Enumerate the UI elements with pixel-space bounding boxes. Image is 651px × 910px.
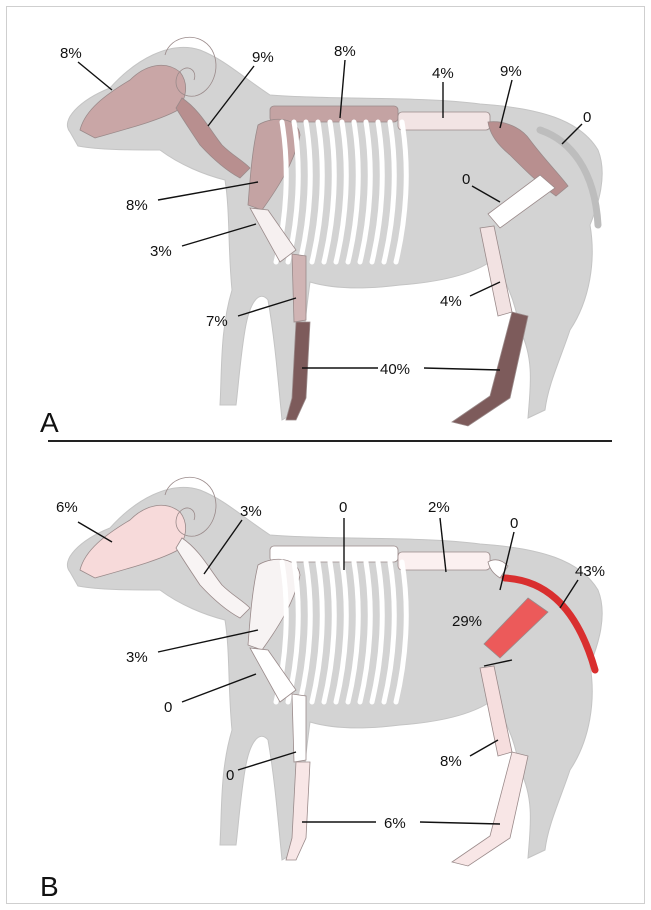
label-tail-a: 0 <box>583 109 591 126</box>
label-tibia-b: 8% <box>440 753 462 770</box>
label-tail-b: 43% <box>575 563 605 580</box>
thoracic-vertebrae-a <box>270 106 398 122</box>
label-scapula-b: 3% <box>126 649 148 666</box>
label-femur-b: 29% <box>452 613 482 630</box>
label-humerus-b: 0 <box>164 699 172 716</box>
panel-letter-a: A <box>40 407 59 438</box>
label-lumbar-a: 4% <box>432 65 454 82</box>
label-thoracic-a: 8% <box>334 43 356 60</box>
panel-b: 6% 3% 0 2% 0 43% 29% 3% 0 0 8% 6% B <box>40 477 605 902</box>
label-skull-b: 6% <box>56 499 78 516</box>
radius-ulna-b <box>292 694 306 762</box>
label-radius-b: 0 <box>226 767 234 784</box>
label-sacrum-b: 0 <box>510 515 518 532</box>
label-lumbar-b: 2% <box>428 499 450 516</box>
panel-a: 8% 9% 8% 4% 9% 0 0 8% 3% 7% 4% 40% A <box>40 37 602 438</box>
label-neck-a: 9% <box>252 49 274 66</box>
label-skull-a: 8% <box>60 45 82 62</box>
label-sacrum-a: 9% <box>500 63 522 80</box>
panel-letter-b: B <box>40 871 59 902</box>
radius-ulna-a <box>292 254 306 322</box>
label-tibia-a: 4% <box>440 293 462 310</box>
label-humerus-a: 3% <box>150 243 172 260</box>
label-metapodials-a: 40% <box>380 361 410 378</box>
label-radius-a: 7% <box>206 313 228 330</box>
label-metapodials-b: 6% <box>384 815 406 832</box>
metapodial-hind-b <box>452 752 528 866</box>
label-neck-b: 3% <box>240 503 262 520</box>
thoracic-vertebrae-b <box>270 546 398 562</box>
label-thoracic-b: 0 <box>339 499 347 516</box>
label-scapula-a: 8% <box>126 197 148 214</box>
label-femur-a: 0 <box>462 171 470 188</box>
lumbar-vertebrae-a <box>398 112 490 130</box>
